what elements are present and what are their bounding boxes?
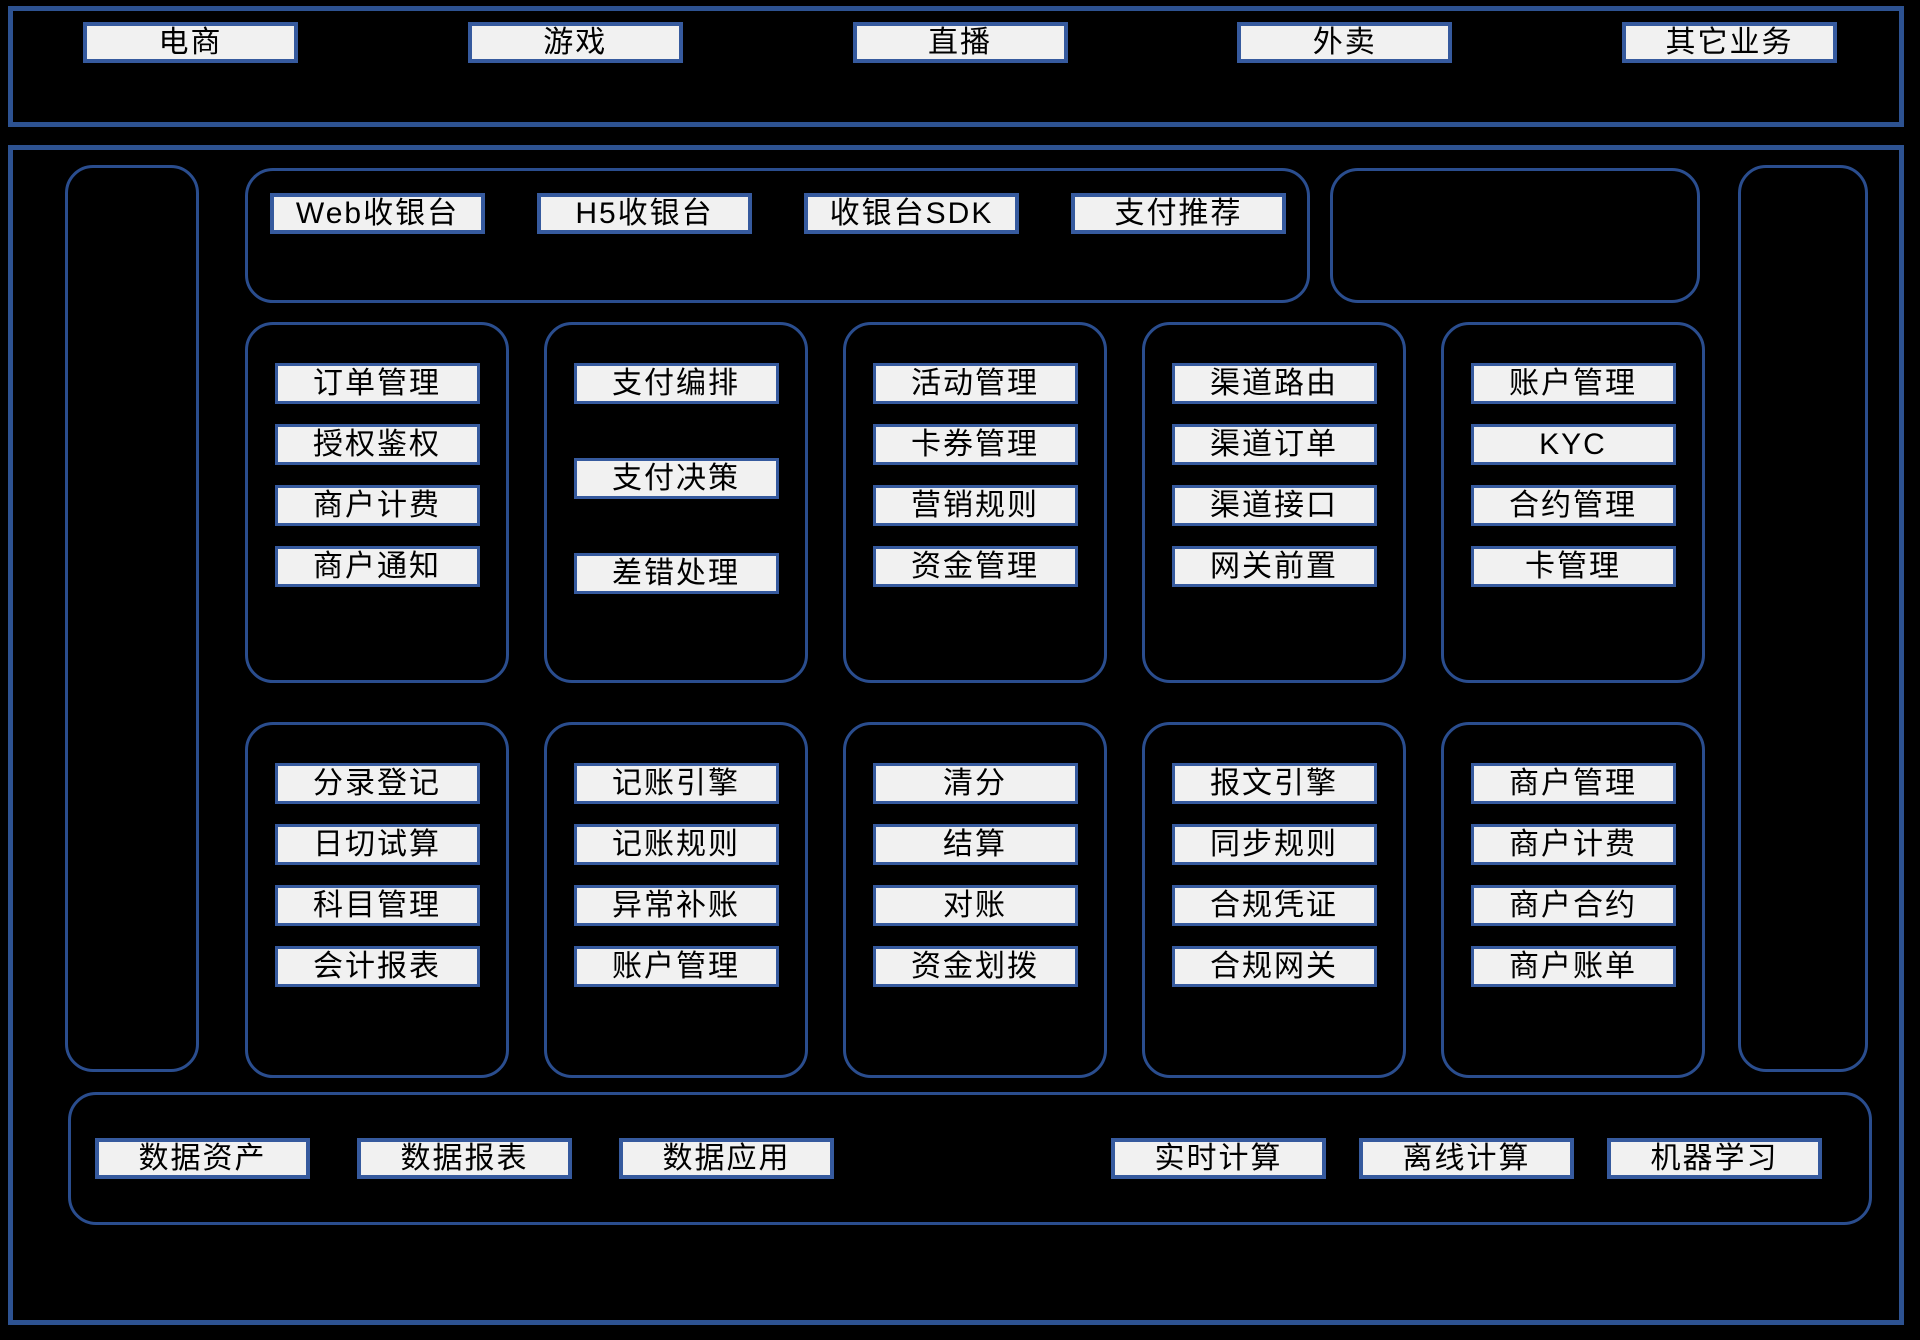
cashier-panel: Web收银台 H5收银台 收银台SDK 支付推荐 — [245, 168, 1310, 303]
cashier-box: Web收银台 — [270, 193, 485, 234]
module-item: 分录登记 — [274, 763, 480, 804]
module-item: 网关前置 — [1171, 546, 1377, 587]
module-item: 商户计费 — [1470, 824, 1676, 865]
business-box: 直播 — [852, 22, 1068, 63]
module-item: 对账 — [872, 885, 1078, 926]
data-panel: 数据资产 数据报表 数据应用 实时计算 离线计算 机器学习 — [68, 1092, 1872, 1225]
module-item: KYC — [1470, 424, 1676, 465]
cashier-box: 收银台SDK — [804, 193, 1019, 234]
empty-panel — [1330, 168, 1700, 303]
business-box: 游戏 — [467, 22, 683, 63]
module-item: 支付决策 — [573, 458, 779, 499]
module-row-1: 订单管理 授权鉴权 商户计费 商户通知 支付编排 支付决策 差错处理 活动管理 … — [245, 322, 1705, 683]
data-box: 实时计算 — [1111, 1138, 1326, 1179]
module-compliance: 报文引擎 同步规则 合规凭证 合规网关 — [1142, 722, 1406, 1078]
platform-container: Web收银台 H5收银台 收银台SDK 支付推荐 订单管理 授权鉴权 商户计费 … — [8, 145, 1904, 1325]
module-item: 记账规则 — [573, 824, 779, 865]
business-box: 电商 — [83, 22, 298, 63]
data-group-left: 数据资产 数据报表 数据应用 — [95, 1138, 834, 1179]
module-item: 卡管理 — [1470, 546, 1676, 587]
module-item: 日切试算 — [274, 824, 480, 865]
right-rail — [1738, 165, 1868, 1072]
module-item: 清分 — [872, 763, 1078, 804]
data-box: 数据应用 — [619, 1138, 834, 1179]
data-box: 机器学习 — [1607, 1138, 1822, 1179]
module-item: 同步规则 — [1171, 824, 1377, 865]
module-payment-core: 支付编排 支付决策 差错处理 — [544, 322, 808, 683]
module-item: 活动管理 — [872, 363, 1078, 404]
cashier-box: H5收银台 — [537, 193, 752, 234]
data-group-right: 实时计算 离线计算 机器学习 — [1111, 1138, 1822, 1179]
module-item: 商户账单 — [1470, 946, 1676, 987]
data-box: 离线计算 — [1359, 1138, 1574, 1179]
module-item: 商户合约 — [1470, 885, 1676, 926]
cashier-box: 支付推荐 — [1071, 193, 1286, 234]
left-rail — [65, 165, 199, 1072]
module-item: 授权鉴权 — [274, 424, 480, 465]
module-item: 资金管理 — [872, 546, 1078, 587]
module-item: 商户计费 — [274, 485, 480, 526]
module-item: 结算 — [872, 824, 1078, 865]
module-item: 商户通知 — [274, 546, 480, 587]
module-entry-ledger: 分录登记 日切试算 科目管理 会计报表 — [245, 722, 509, 1078]
module-item: 营销规则 — [872, 485, 1078, 526]
module-item: 记账引擎 — [573, 763, 779, 804]
data-box: 数据报表 — [357, 1138, 572, 1179]
module-channel: 渠道路由 渠道订单 渠道接口 网关前置 — [1142, 322, 1406, 683]
business-box: 外卖 — [1237, 22, 1453, 63]
module-item: 异常补账 — [573, 885, 779, 926]
module-merchant: 商户管理 商户计费 商户合约 商户账单 — [1441, 722, 1705, 1078]
module-item: 资金划拨 — [872, 946, 1078, 987]
module-row-2: 分录登记 日切试算 科目管理 会计报表 记账引擎 记账规则 异常补账 账户管理 … — [245, 722, 1705, 1078]
module-marketing: 活动管理 卡券管理 营销规则 资金管理 — [843, 322, 1107, 683]
module-item: 会计报表 — [274, 946, 480, 987]
module-order: 订单管理 授权鉴权 商户计费 商户通知 — [245, 322, 509, 683]
module-item: 渠道接口 — [1171, 485, 1377, 526]
module-item: 报文引擎 — [1171, 763, 1377, 804]
module-bookkeeping: 记账引擎 记账规则 异常补账 账户管理 — [544, 722, 808, 1078]
module-item: 合规凭证 — [1171, 885, 1377, 926]
module-item: 卡券管理 — [872, 424, 1078, 465]
module-item: 渠道路由 — [1171, 363, 1377, 404]
module-item: 商户管理 — [1470, 763, 1676, 804]
module-item: 账户管理 — [1470, 363, 1676, 404]
module-item: 渠道订单 — [1171, 424, 1377, 465]
business-layer: 电商 游戏 直播 外卖 其它业务 — [8, 6, 1904, 127]
module-item: 差错处理 — [573, 553, 779, 594]
business-box: 其它业务 — [1622, 22, 1837, 63]
module-account: 账户管理 KYC 合约管理 卡管理 — [1441, 322, 1705, 683]
module-item: 订单管理 — [274, 363, 480, 404]
module-clearing: 清分 结算 对账 资金划拨 — [843, 722, 1107, 1078]
module-item: 科目管理 — [274, 885, 480, 926]
module-item: 支付编排 — [573, 363, 779, 404]
data-box: 数据资产 — [95, 1138, 310, 1179]
module-item: 合规网关 — [1171, 946, 1377, 987]
module-item: 账户管理 — [573, 946, 779, 987]
module-item: 合约管理 — [1470, 485, 1676, 526]
